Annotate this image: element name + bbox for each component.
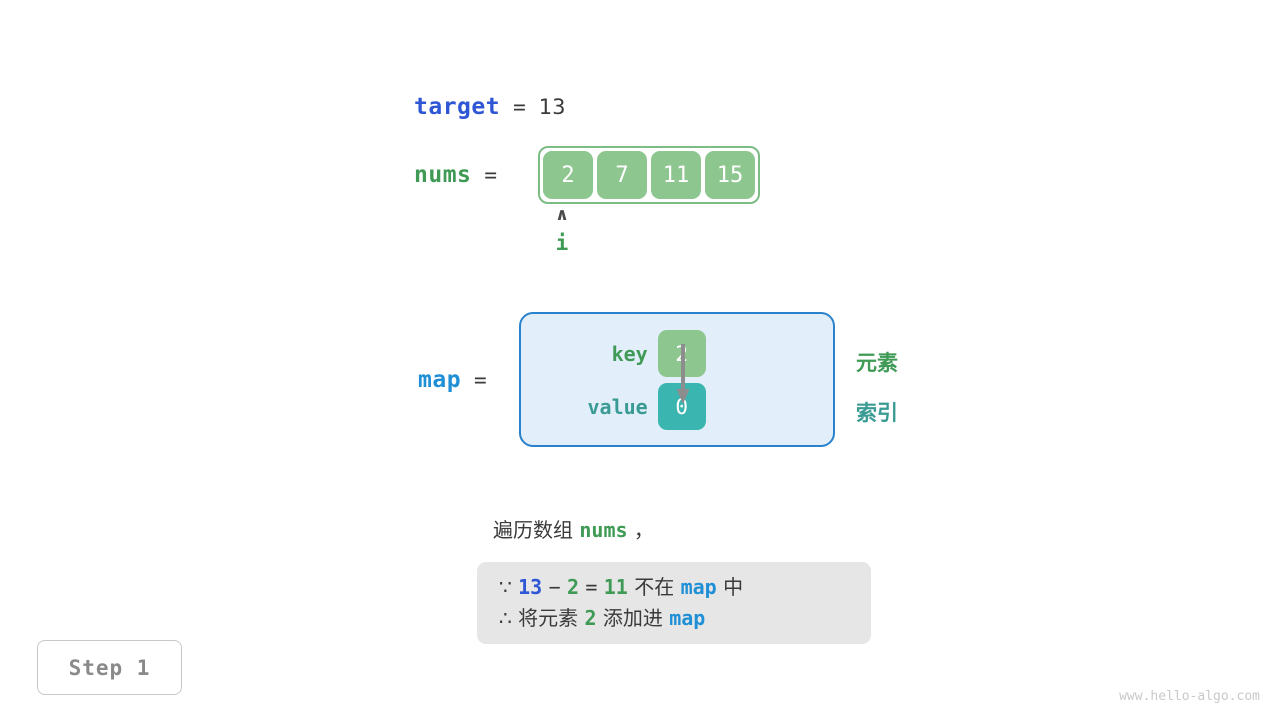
explanation-not-in-text: 不在 — [634, 575, 675, 599]
map-key-label: key — [611, 342, 648, 366]
caption-suffix: ， — [633, 518, 654, 542]
nums-declaration: nums = 2 7 11 15 — [414, 146, 761, 204]
array-cell: 11 — [651, 151, 702, 199]
array-cell: 7 — [597, 151, 648, 199]
explanation-in-suffix: 中 — [723, 575, 744, 599]
watermark: www.hello-algo.com — [1119, 689, 1260, 704]
map-legend: 元素 索引 — [856, 338, 898, 438]
explanation-map-keyword: map — [680, 575, 717, 599]
map-equals-sign: = — [474, 367, 487, 392]
target-value: 13 — [538, 95, 566, 119]
map-declaration: map = key value 2 0 — [418, 312, 835, 447]
explanation-minus-operator: − — [548, 575, 561, 599]
legend-index-label: 索引 — [856, 401, 898, 425]
map-container: key value 2 0 — [518, 312, 835, 447]
array-cell: 2 — [543, 151, 594, 199]
index-pointer-group: ∧ i — [534, 206, 590, 256]
map-value-label: value — [587, 395, 648, 419]
target-declaration: target = 13 — [414, 94, 565, 120]
target-equals-sign: = — [513, 95, 526, 119]
legend-element-label: 元素 — [856, 351, 898, 375]
explanation-box: ∵ 13 − 2 = 11 不在 map 中 ∴ 将元素 2 添加进 map — [477, 562, 871, 644]
explanation-line-therefore: ∴ 将元素 2 添加进 map — [477, 603, 871, 634]
explanation-added-value: 2 — [584, 606, 597, 630]
target-variable-name: target — [414, 94, 501, 120]
caption-text: 遍历数组 nums ， — [493, 514, 654, 543]
map-value-cell: 0 — [657, 383, 706, 430]
index-pointer-label: i — [555, 231, 569, 255]
map-key-cell: 2 — [657, 330, 706, 377]
because-symbol-icon: ∵ — [499, 575, 512, 599]
array-cell: 15 — [705, 151, 756, 199]
explanation-equals-operator: = — [585, 575, 598, 599]
explanation-map-keyword: map — [669, 606, 706, 630]
caption-keyword: nums — [579, 518, 628, 542]
nums-variable-name: nums — [414, 162, 472, 188]
therefore-symbol-icon: ∴ — [499, 606, 512, 630]
step-badge: Step 1 — [37, 640, 182, 695]
nums-equals-sign: = — [484, 163, 498, 187]
explanation-add-element-text: 将元素 — [518, 606, 579, 630]
explanation-current-element: 2 — [566, 575, 579, 599]
caption-prefix: 遍历数组 — [493, 518, 573, 542]
explanation-target-value: 13 — [518, 575, 543, 599]
explanation-add-into-text: 添加进 — [602, 606, 663, 630]
nums-array-container: 2 7 11 15 — [538, 146, 761, 204]
explanation-complement-value: 11 — [603, 575, 628, 599]
explanation-line-because: ∵ 13 − 2 = 11 不在 map 中 — [477, 572, 871, 603]
caret-up-icon: ∧ — [555, 205, 569, 225]
map-variable-name: map — [418, 366, 462, 393]
